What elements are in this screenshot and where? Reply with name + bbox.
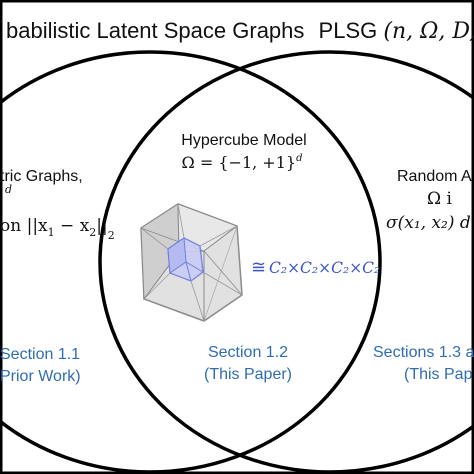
isomorphism-symbol: ≅ [251, 257, 266, 278]
title-prefix: babilistic Latent Space Graphs [6, 18, 304, 43]
cube-connector [202, 271, 243, 296]
title-args: (n, Ω, D, p, σ [383, 19, 474, 44]
cube-edge [203, 225, 238, 322]
diagram-title: babilistic Latent Space Graphs PLSG (n, … [6, 18, 474, 44]
right-set-circle [98, 50, 474, 474]
cube-connector [190, 280, 205, 322]
left-heading: tric Graphs, [0, 168, 83, 185]
cube-inner-edge [185, 261, 192, 282]
center-heading: Hypercube Model [181, 132, 306, 149]
right-section-note: (This Pap [404, 366, 473, 383]
cube-connector [177, 203, 185, 239]
left-set-circle [0, 50, 382, 474]
right-sigma-formula: σ(x₁, x₂) d [386, 213, 471, 233]
right-section-label: Sections 1.3 a [373, 344, 474, 361]
left-section-note: Prior Work) [0, 368, 81, 385]
cube-connector [199, 225, 238, 247]
hypercube-formula: Ω = {−1, +1}d [182, 153, 303, 172]
cube-inner-edge [185, 261, 204, 273]
group-expression: C₂×C₂×C₂×C₂ [269, 259, 380, 277]
right-heading: Random A [397, 168, 472, 185]
hypercube-illustration [140, 203, 243, 322]
title-abbr: PLSG [319, 18, 378, 43]
cube-connector [140, 227, 169, 250]
left-section-label: Section 1.1 [0, 346, 80, 363]
cube-connector [143, 272, 171, 300]
left-dim-superscript: d [5, 183, 12, 196]
cube-edge [203, 250, 243, 296]
center-section-note: (This Paper) [204, 366, 292, 383]
right-domain: Ω i [427, 189, 452, 209]
left-distance-formula: on ||x1 − x2||2 [0, 216, 115, 242]
center-section-label: Section 1.2 [208, 344, 288, 361]
